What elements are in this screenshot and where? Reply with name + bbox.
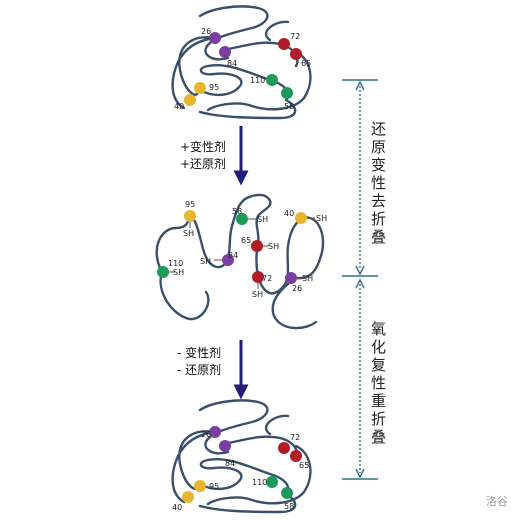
renature-step: - 变性剂 - 还原剂	[177, 340, 249, 400]
vt-bot-2: 复	[371, 356, 386, 374]
chain-bottom	[171, 399, 312, 514]
sh-110: SH	[173, 268, 184, 277]
reductive-unfolding-label: 还 原 变 性 去 折 叠	[371, 120, 386, 246]
label-65-b: 65	[299, 461, 309, 470]
native-structure-bottom: 26 84 72 65 110 58 95 40	[171, 399, 312, 514]
sh-26: SH	[302, 274, 313, 283]
reductant-add-label: +还原剂	[180, 156, 226, 171]
label-110: 110	[250, 76, 265, 85]
label-26: 26	[201, 27, 211, 36]
vt-top-0: 还	[371, 120, 386, 138]
bracket-arrow-down-1	[355, 265, 365, 276]
cys-72-bead	[278, 38, 290, 50]
cys-110-bead-free	[157, 266, 169, 278]
cys-72-bead-free	[252, 271, 264, 283]
vt-bot-4: 重	[371, 392, 386, 410]
label-72: 72	[290, 32, 300, 41]
label-84-b: 84	[225, 459, 235, 468]
side-bracket	[342, 79, 378, 480]
label-95: 95	[209, 83, 219, 92]
denaturant-add-label: +变性剂	[180, 139, 226, 154]
native-structure-top: 26 84 72 65 110 58 95 40	[171, 5, 312, 120]
vt-bot-0: 氧	[371, 320, 386, 338]
cys-65-bead	[290, 48, 302, 60]
label-58-free: 58	[232, 207, 242, 216]
vt-top-4: 去	[371, 192, 386, 210]
vt-top-2: 变	[371, 156, 386, 174]
label-65: 65	[301, 59, 311, 68]
unfolded-structure: 95 SH 58 SH 40 SH 65 SH SH 84 110 SH 72 …	[155, 193, 327, 330]
label-26-free: 26	[292, 284, 302, 293]
bracket-arrow-up-2	[355, 278, 365, 289]
label-95-b: 95	[209, 482, 219, 491]
cys-58-bead	[281, 87, 293, 99]
cys-84-bead	[219, 46, 231, 58]
cys-110-bead-b	[266, 476, 278, 488]
cys-65-bead-b	[290, 450, 302, 462]
cys-95-bead	[194, 82, 206, 94]
sh-95: SH	[183, 229, 194, 238]
cys-65-bead-free	[251, 240, 263, 252]
label-84: 84	[227, 59, 237, 68]
label-72-free: 72	[262, 274, 272, 283]
cys-72-bead-b	[278, 442, 290, 454]
sh-40: SH	[316, 214, 327, 223]
denature-step: +变性剂 +还原剂	[180, 126, 249, 186]
cys-58-bead-b	[281, 487, 293, 499]
sh-58: SH	[257, 215, 268, 224]
label-65-free: 65	[241, 236, 251, 245]
label-58: 58	[284, 102, 294, 111]
cys-26-bead	[209, 32, 221, 44]
cys-40-bead	[184, 94, 196, 106]
vt-top-1: 原	[371, 138, 386, 156]
cys-26-bead-free	[285, 272, 297, 284]
vt-bot-6: 叠	[371, 428, 386, 446]
vt-top-6: 叠	[371, 228, 386, 246]
oxidative-refolding-label: 氧 化 复 性 重 折 叠	[371, 320, 386, 446]
label-40-b: 40	[172, 503, 182, 512]
bracket-arrow-up-1	[355, 80, 365, 91]
vt-top-5: 折	[371, 210, 386, 228]
label-72-b: 72	[290, 433, 300, 442]
vt-bot-5: 折	[371, 410, 386, 428]
cys-95-bead-b	[194, 480, 206, 492]
label-40: 40	[174, 102, 184, 111]
sh-65: SH	[268, 242, 279, 251]
cys-84-bead-b	[219, 440, 231, 452]
label-84-free: 84	[228, 251, 238, 260]
vt-bot-1: 化	[371, 338, 386, 356]
vt-bot-3: 性	[371, 374, 386, 392]
label-95-free: 95	[185, 200, 195, 209]
sh-84: SH	[200, 257, 211, 266]
label-58-b: 58	[284, 502, 294, 511]
vt-top-3: 性	[371, 174, 386, 192]
reductant-remove-label: - 还原剂	[177, 362, 221, 377]
watermark: 洛谷	[486, 494, 508, 508]
cys-58-bead-free	[236, 213, 248, 225]
sh-72: SH	[252, 290, 263, 299]
cys-26-bead-b	[209, 426, 221, 438]
cys-40-bead-b	[182, 491, 194, 503]
cys-110-bead	[266, 74, 278, 86]
cys-40-bead-free	[295, 212, 307, 224]
cys-84-bead-free	[222, 254, 234, 266]
label-110-b: 110	[252, 478, 267, 487]
label-40-free: 40	[284, 209, 294, 218]
label-26-b: 26	[201, 430, 211, 439]
label-110-free: 110	[168, 259, 183, 268]
cys-95-bead-free	[184, 210, 196, 222]
denaturant-remove-label: - 变性剂	[177, 345, 221, 360]
bracket-arrow-down-2	[355, 468, 365, 479]
